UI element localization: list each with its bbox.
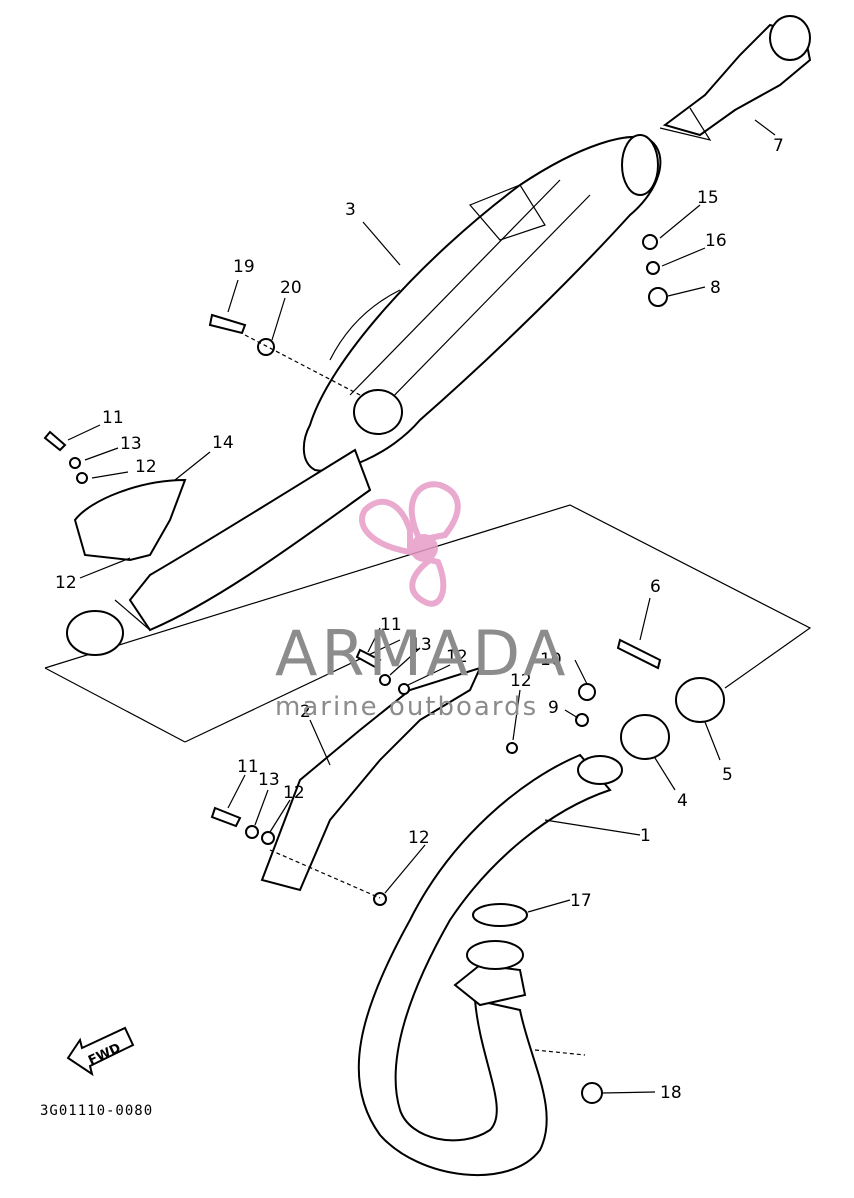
end-cap [659,15,812,141]
watermark-subtitle: marine outboards [275,692,538,722]
callout-17: 17 [570,891,592,911]
callout-6: 6 [650,577,661,597]
callout-10: 10 [540,650,562,670]
callout-20: 20 [280,278,302,298]
callout-3: 3 [345,200,356,220]
drawing-code: 3G01110-0080 [40,1103,153,1119]
callout-12-d: 12 [510,671,532,691]
callout-19: 19 [233,257,255,277]
leader-lines [67,119,776,1094]
callout-8: 8 [710,278,721,298]
callout-13-b: 13 [410,635,432,655]
protector-plate [260,666,482,892]
callout-18: 18 [660,1083,682,1103]
watermark-title: ARMADA [275,617,569,690]
callout-labels: 1 2 3 4 5 6 7 8 9 10 11 11 11 12 12 12 1… [55,136,784,1103]
callout-9: 9 [548,698,559,718]
fwd-arrow-icon: FWD [66,1026,135,1077]
tail-pipe [66,448,372,656]
callout-4: 4 [677,791,688,811]
callout-5: 5 [722,765,733,785]
heat-shield-bracket [73,478,187,562]
callout-1: 1 [640,826,651,846]
muffler [302,134,662,472]
exhaust-pipe [357,753,623,1176]
callout-14: 14 [212,433,234,453]
joint-and-clamp [575,638,725,760]
callout-12-a: 12 [135,457,157,477]
callout-13-c: 13 [258,770,280,790]
callout-12-b: 12 [55,573,77,593]
callout-7: 7 [773,136,784,156]
callout-2: 2 [300,702,311,722]
propeller-logo-icon [359,481,461,607]
callout-13-a: 13 [120,434,142,454]
callout-11-b: 11 [380,615,402,635]
callout-11-c: 11 [237,757,259,777]
armada-watermark: ARMADA marine outboards [275,481,569,722]
callout-12-e: 12 [283,783,305,803]
callout-16: 16 [705,231,727,251]
fasteners [43,234,668,1104]
callout-11-a: 11 [102,408,124,428]
callout-12-c: 12 [446,647,468,667]
callout-15: 15 [697,188,719,208]
callout-12-f: 12 [408,828,430,848]
